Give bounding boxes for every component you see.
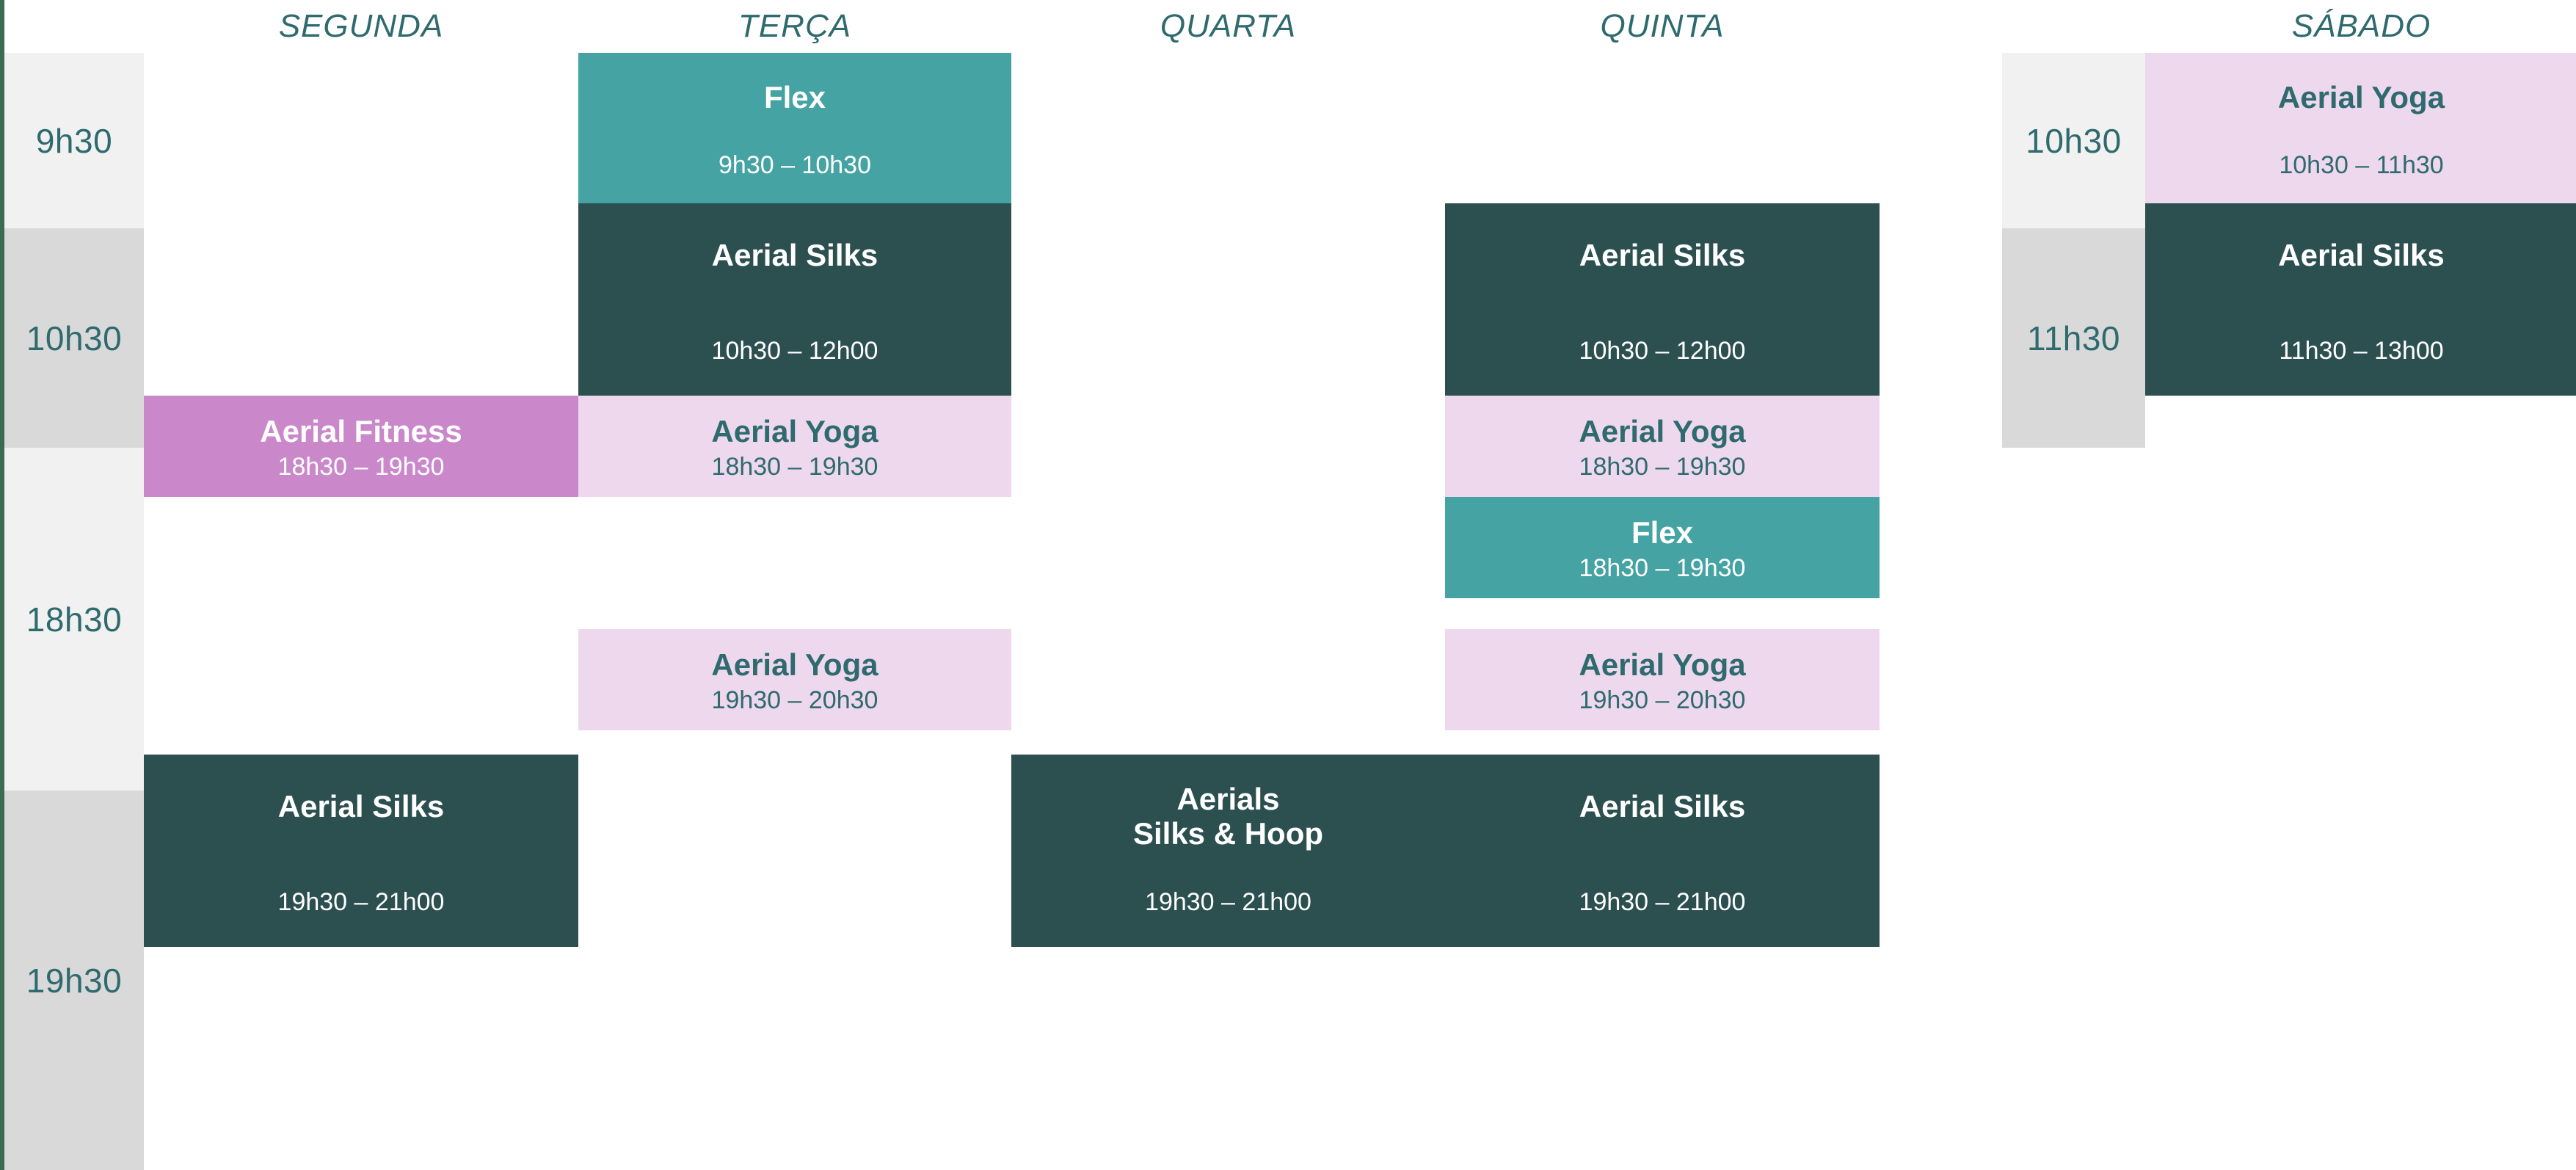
class-block[interactable]: Aerial Fitness 18h30 – 19h30 bbox=[144, 396, 578, 497]
class-time-range: 18h30 – 19h30 bbox=[277, 452, 445, 481]
time-label-19h30: 19h30 bbox=[4, 791, 144, 1170]
class-block[interactable]: Aerial Silks 11h30 – 13h00 bbox=[2145, 203, 2576, 396]
class-block[interactable]: Flex 9h30 – 10h30 bbox=[578, 53, 1011, 203]
day-header-sabado: SÁBADO bbox=[2291, 8, 2431, 44]
day-header-quinta: QUINTA bbox=[1600, 8, 1725, 44]
class-time-range: 10h30 – 12h00 bbox=[711, 336, 878, 365]
day-header-segunda: SEGUNDA bbox=[278, 8, 444, 44]
class-title: Aerial Yoga bbox=[1579, 414, 1746, 448]
class-time-range: 10h30 – 12h00 bbox=[1579, 336, 1746, 365]
class-block[interactable]: Aerial Silks 10h30 – 12h00 bbox=[1445, 203, 1880, 396]
saturday-time-label-10h30: 10h30 bbox=[2002, 53, 2145, 228]
class-title: Aerial Yoga bbox=[1579, 647, 1746, 682]
time-label-10h30: 10h30 bbox=[4, 228, 144, 448]
class-block[interactable]: Aerial Silks 10h30 – 12h00 bbox=[578, 203, 1011, 396]
class-time-range: 18h30 – 19h30 bbox=[1579, 553, 1746, 582]
time-label-18h30: 18h30 bbox=[4, 448, 144, 791]
class-block[interactable]: Flex 18h30 – 19h30 bbox=[1445, 497, 1880, 598]
class-block[interactable]: Aerial Yoga 19h30 – 20h30 bbox=[578, 629, 1011, 730]
class-time-range: 19h30 – 20h30 bbox=[711, 686, 878, 714]
class-time-range: 9h30 – 10h30 bbox=[718, 150, 871, 179]
class-title: Aerial Yoga bbox=[711, 414, 878, 448]
day-header-terca: TERÇA bbox=[738, 8, 852, 44]
class-block[interactable]: Aerial Yoga 19h30 – 20h30 bbox=[1445, 629, 1880, 730]
class-title: Aerial Silks bbox=[711, 238, 878, 272]
class-time-range: 19h30 – 21h00 bbox=[1579, 887, 1746, 916]
day-header-quarta: QUARTA bbox=[1160, 8, 1297, 44]
class-block[interactable]: Aerial Silks 19h30 – 21h00 bbox=[144, 755, 578, 947]
class-title: Aerial Silks bbox=[277, 789, 445, 824]
class-time-range: 10h30 – 11h30 bbox=[2279, 150, 2444, 179]
class-title: Aerial Yoga bbox=[711, 647, 878, 682]
class-title: Aerial Yoga bbox=[2277, 80, 2445, 115]
class-block[interactable]: Aerial Silks 19h30 – 21h00 bbox=[1445, 755, 1880, 947]
class-title: Aerial Silks bbox=[1579, 238, 1746, 272]
saturday-time-label-11h30: 11h30 bbox=[2002, 228, 2145, 448]
class-title: Flex bbox=[763, 80, 826, 115]
class-time-range: 19h30 – 20h30 bbox=[1579, 686, 1746, 714]
class-time-range: 18h30 – 19h30 bbox=[711, 452, 878, 481]
class-block[interactable]: Aerial Yoga 10h30 – 11h30 bbox=[2145, 53, 2576, 203]
time-label-9h30: 9h30 bbox=[4, 53, 144, 228]
class-time-range: 19h30 – 21h00 bbox=[1145, 887, 1311, 916]
class-block[interactable]: Aerial Yoga 18h30 – 19h30 bbox=[578, 396, 1011, 497]
class-title: Aerial Silks bbox=[1579, 789, 1746, 824]
class-block[interactable]: Aerial Yoga 18h30 – 19h30 bbox=[1445, 396, 1880, 497]
class-time-range: 11h30 – 13h00 bbox=[2279, 336, 2444, 365]
class-time-range: 18h30 – 19h30 bbox=[1579, 452, 1746, 481]
class-title: Flex bbox=[1631, 515, 1694, 550]
class-title: Aerial Fitness bbox=[260, 414, 462, 448]
class-time-range: 19h30 – 21h00 bbox=[277, 887, 445, 916]
class-title: Aerial Silks bbox=[2278, 238, 2445, 272]
